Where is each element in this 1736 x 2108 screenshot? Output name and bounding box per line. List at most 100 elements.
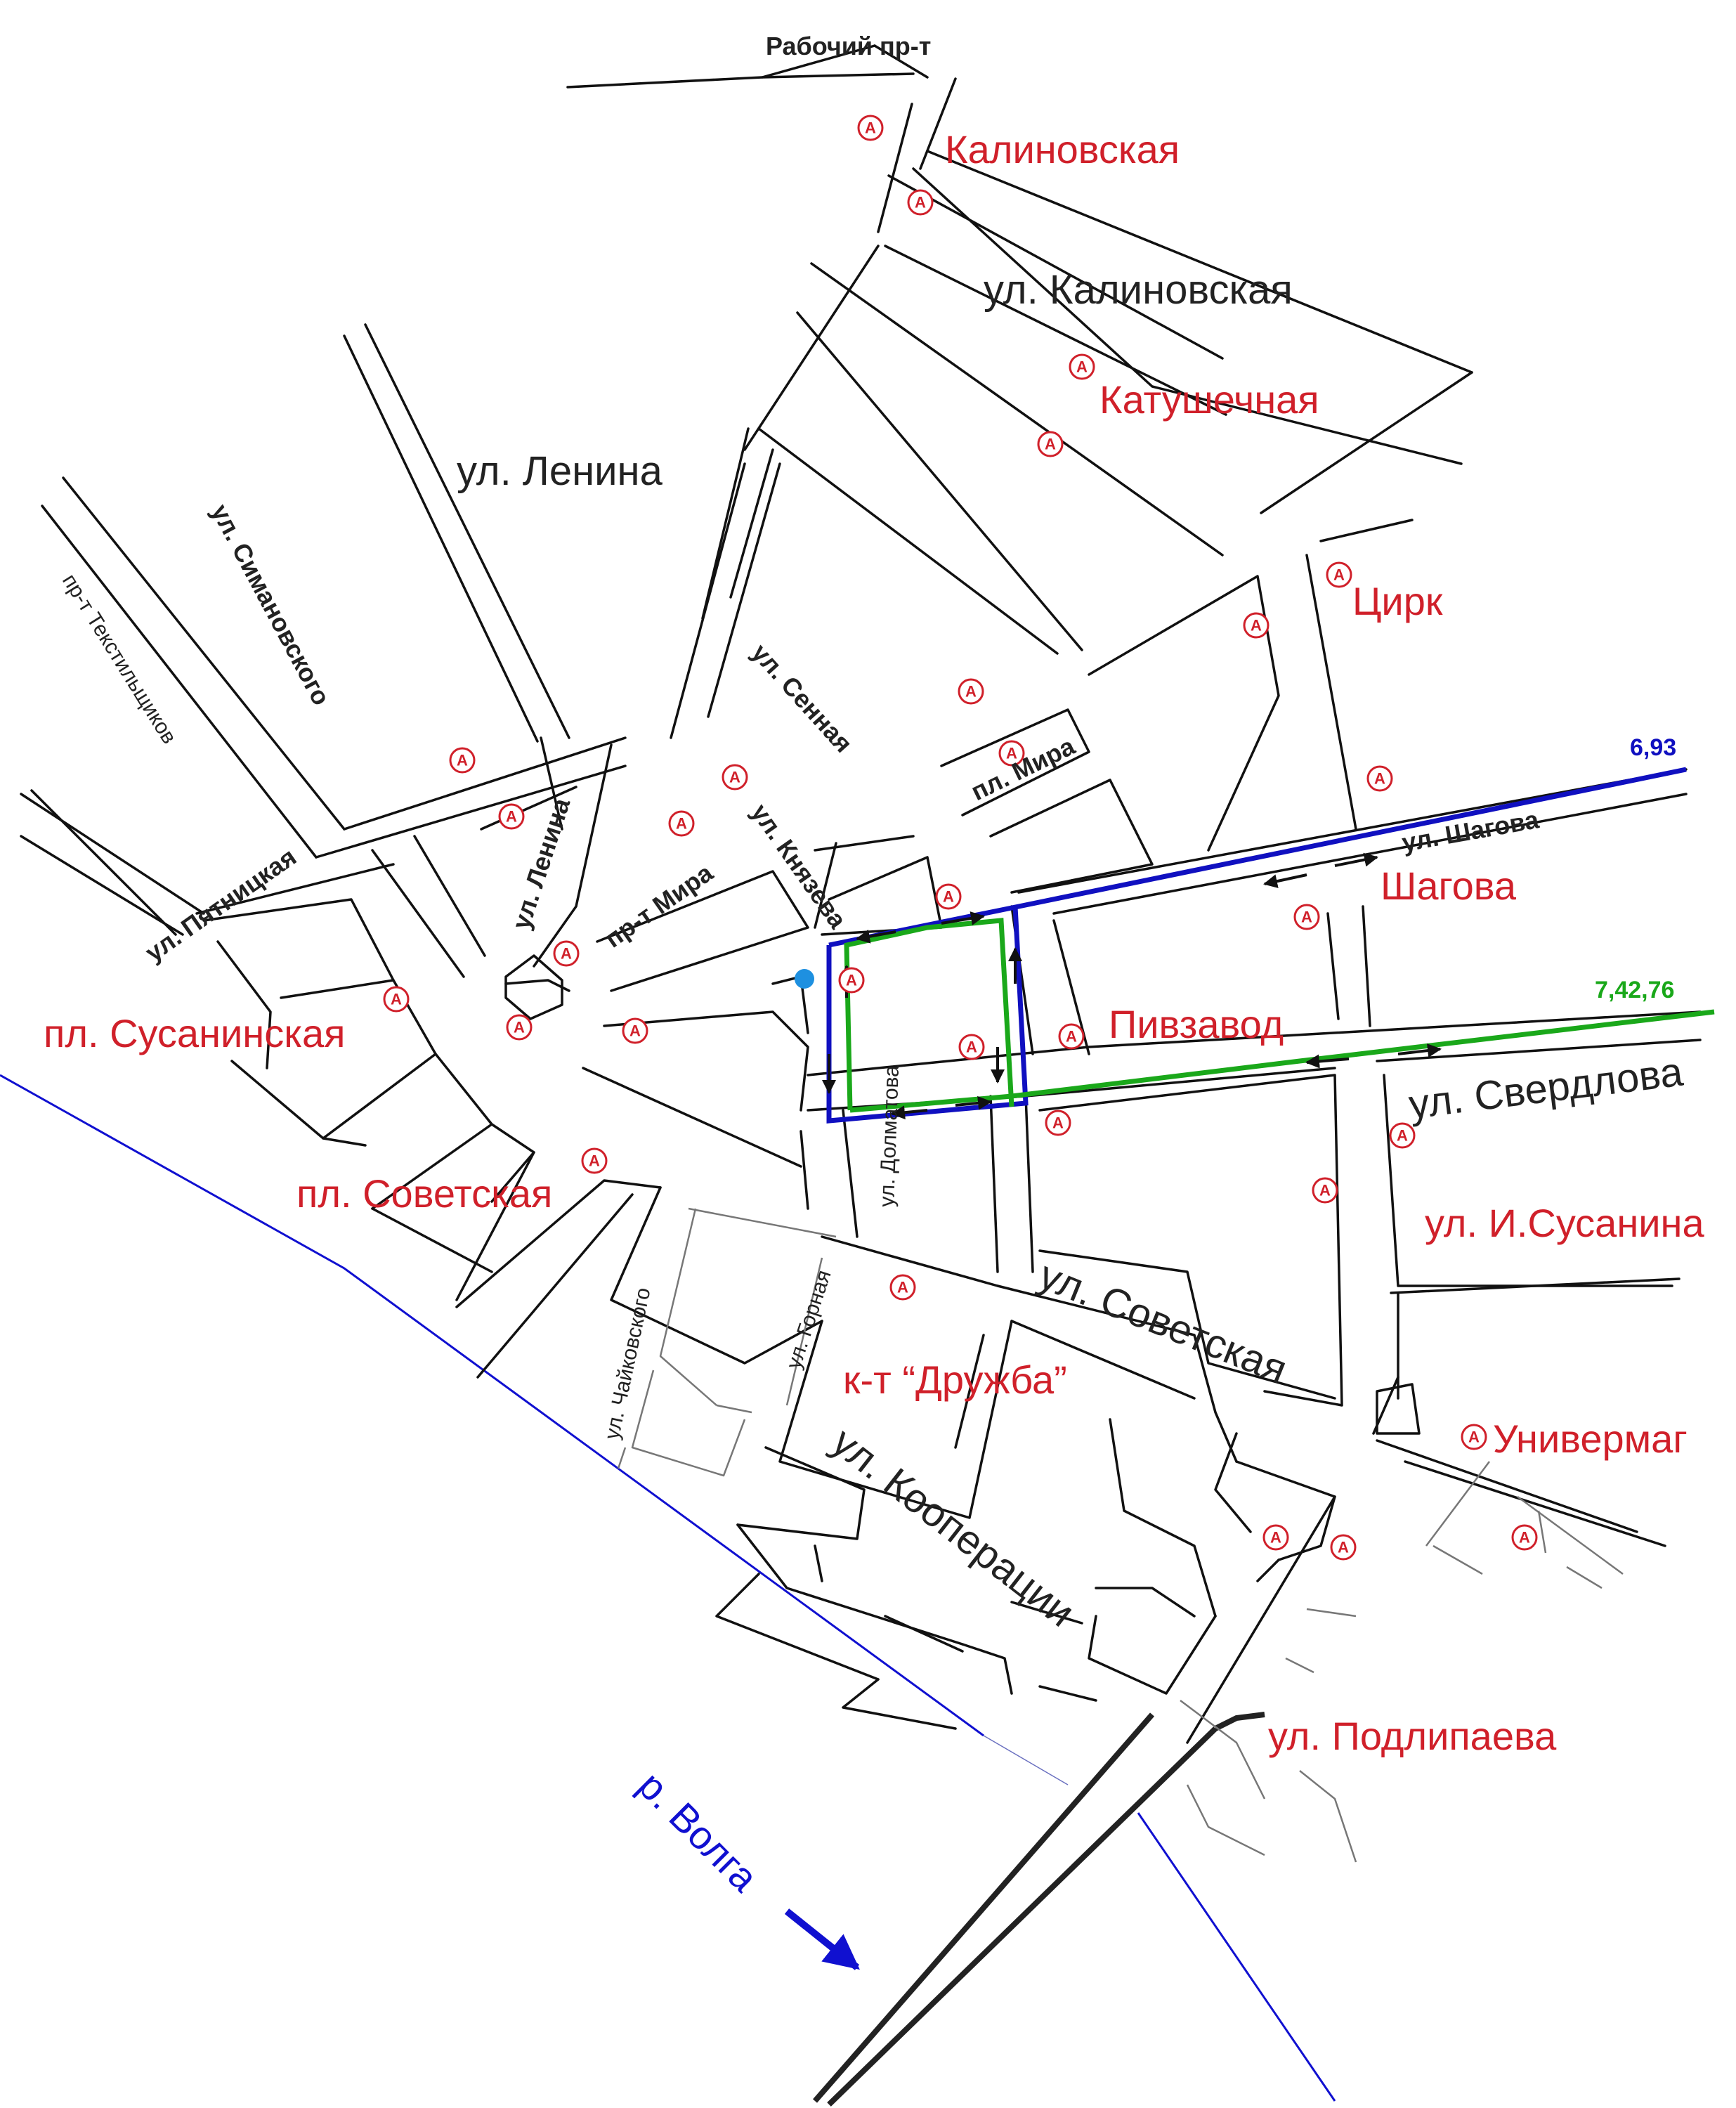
bus-stop-icon[interactable]: A — [506, 1014, 533, 1041]
street-label-lenina-main: ул. Ленина — [457, 448, 663, 494]
stop-label-tsirk: Цирк — [1352, 579, 1443, 623]
street-label-sovetskaya: ул. Советская — [1033, 1252, 1293, 1393]
bus-stop-icon[interactable]: A — [958, 678, 984, 705]
svg-text:A: A — [676, 815, 687, 833]
bus-stop-icon[interactable]: A — [1461, 1424, 1487, 1450]
bus-stop-icon[interactable]: A — [998, 740, 1025, 767]
svg-text:A: A — [1045, 436, 1056, 453]
svg-text:A: A — [846, 972, 857, 989]
route-blue-label: 6,93 — [1630, 734, 1676, 761]
bus-stop-icon[interactable]: A — [1045, 1110, 1071, 1136]
bus-stop-icon[interactable]: A — [1511, 1524, 1538, 1551]
minor-streets — [617, 1207, 1624, 1863]
street-label-pyatnitskaya: ул. Пятницкая — [140, 842, 301, 967]
svg-text:A: A — [1251, 617, 1262, 635]
svg-text:A: A — [514, 1019, 525, 1036]
svg-text:A: A — [1076, 358, 1088, 376]
bus-stop-icon[interactable]: A — [907, 189, 934, 216]
route-green — [844, 918, 1715, 1113]
svg-text:A: A — [966, 1039, 977, 1056]
bus-stop-icon[interactable]: A — [857, 115, 884, 141]
stop-label-pivzavod: Пивзавод — [1109, 1002, 1284, 1046]
street-label-pl-mira: пл. Мира — [967, 731, 1081, 806]
street-label-chaykovskogo: ул. Чайковского — [601, 1286, 655, 1442]
bus-stop-icon[interactable]: A — [1262, 1524, 1289, 1551]
street-label-rabochiy: Рабочий пр-т — [766, 32, 931, 60]
volga-river-bank — [0, 1074, 1336, 2102]
bridge — [812, 1712, 1265, 2107]
svg-text:A: A — [1468, 1429, 1480, 1446]
bus-stop-icon[interactable]: A — [1293, 904, 1320, 930]
street-label-sverdlova: ул. Свердлова — [1407, 1049, 1686, 1128]
svg-text:A: A — [1338, 1539, 1349, 1556]
street-label-kooperatsii: ул. Кооперации — [823, 1419, 1083, 1636]
bus-stop-icon[interactable]: A — [498, 803, 525, 830]
stop-label-druzhba: к-т “Дружба” — [843, 1358, 1067, 1402]
street-label-sennaya: ул. Сенная — [746, 638, 859, 758]
bus-stop-icon[interactable]: A — [1330, 1534, 1357, 1561]
street-label-dolmatova: ул. Долматова — [875, 1065, 903, 1207]
stop-label-pl-sovetskaya: пл. Советская — [296, 1171, 552, 1216]
svg-text:A: A — [1066, 1028, 1077, 1046]
bus-stop-icon[interactable]: A — [1389, 1122, 1416, 1149]
svg-text:A: A — [1052, 1114, 1064, 1132]
svg-text:A: A — [457, 752, 468, 769]
svg-text:A: A — [1519, 1529, 1530, 1547]
svg-text:A: A — [561, 945, 572, 963]
river-flow-arrow — [784, 1908, 860, 1970]
street-label-simanovskogo: ул. Симановского — [206, 500, 336, 710]
bus-stop-icon[interactable]: A — [1243, 612, 1270, 639]
svg-text:A: A — [1301, 909, 1312, 926]
bus-stop-icon[interactable]: A — [722, 764, 748, 790]
street-label-kalinovskaya: ул. Калиновская — [984, 267, 1293, 313]
bus-stop-icon[interactable]: A — [1069, 353, 1095, 380]
street-label-gornaya: ул. Горная — [782, 1267, 835, 1372]
bus-stop-icon[interactable]: A — [889, 1274, 916, 1301]
svg-text:A: A — [915, 194, 926, 212]
bus-stop-icon[interactable]: A — [1366, 765, 1393, 792]
stop-label-univermag: Универмаг — [1493, 1417, 1688, 1461]
bus-stop-icon[interactable]: A — [581, 1147, 608, 1174]
svg-text:A: A — [965, 683, 977, 701]
bus-stop-icon[interactable]: A — [958, 1034, 985, 1060]
svg-text:A: A — [629, 1022, 641, 1040]
bus-stop-icon[interactable]: A — [1037, 431, 1064, 457]
route-green-label: 7,42,76 — [1595, 977, 1674, 1003]
bus-stop-icon[interactable]: A — [449, 747, 476, 774]
bus-stop-icon[interactable]: A — [553, 940, 580, 967]
bus-stop-icon[interactable]: A — [838, 967, 865, 994]
svg-text:A: A — [589, 1152, 600, 1170]
bus-stop-icons: A A A A A A A A A A A A A A A A A A A A … — [383, 115, 1538, 1561]
svg-text:A: A — [1270, 1529, 1281, 1547]
stop-label-shagova: Шагова — [1381, 864, 1517, 908]
stop-label-kalinovskaya: Калиновская — [945, 127, 1180, 171]
bus-stop-icon[interactable]: A — [622, 1017, 648, 1044]
bus-stop-icon[interactable]: A — [383, 986, 410, 1013]
you-are-here-marker — [795, 969, 814, 989]
stop-label-i-susanina: ул. И.Сусанина — [1425, 1201, 1704, 1245]
bus-stop-icon[interactable]: A — [668, 810, 695, 837]
svg-text:A: A — [729, 769, 740, 786]
svg-text:A: A — [1006, 745, 1017, 762]
river-label: р. Волга — [630, 1763, 767, 1900]
svg-text:A: A — [1333, 566, 1345, 584]
svg-text:A: A — [897, 1279, 908, 1296]
svg-text:A: A — [865, 119, 876, 137]
svg-text:A: A — [1319, 1182, 1331, 1199]
bus-stop-icon[interactable]: A — [1312, 1177, 1338, 1204]
stop-label-katushechnaya: Катушечная — [1099, 377, 1319, 422]
svg-text:A: A — [1374, 770, 1385, 788]
bus-stop-icon[interactable]: A — [1326, 561, 1352, 588]
stop-label-pl-susaninskaya: пл. Сусанинская — [44, 1011, 345, 1055]
bus-stop-icon[interactable]: A — [1058, 1023, 1085, 1050]
street-label-prospekt-mira: пр-т Мира — [599, 858, 719, 954]
stop-label-podlipaeva: ул. Подлипаева — [1268, 1714, 1557, 1758]
svg-text:A: A — [391, 991, 402, 1008]
route-arrows — [822, 852, 1442, 1120]
stop-labels: Калиновская Катушечная Цирк Шагова Пивза… — [44, 127, 1704, 1758]
bus-stop-icon[interactable]: A — [935, 883, 962, 910]
svg-text:A: A — [506, 808, 517, 826]
street-network — [20, 44, 1702, 1744]
svg-text:A: A — [1397, 1127, 1408, 1145]
